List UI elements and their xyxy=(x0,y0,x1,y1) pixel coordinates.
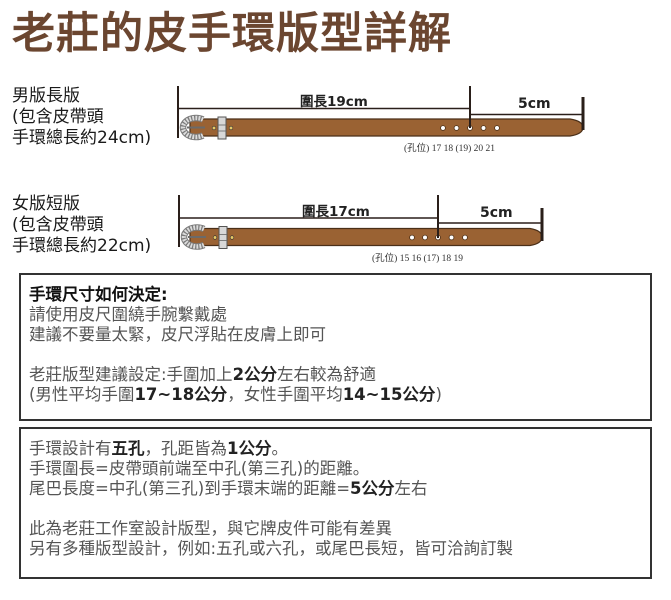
female-belt-diagram xyxy=(178,195,544,250)
male-circumference-label: 圍長19cm xyxy=(300,94,368,110)
variant-note: (包含皮帶頭 xyxy=(12,215,104,235)
female-tail-label: 5cm xyxy=(480,205,513,221)
male-long-label: 男版長版 (包含皮帶頭 手環總長約24cm) xyxy=(12,86,151,149)
buckle-icon xyxy=(180,224,206,250)
female-holes-label: (孔位) 15 16 (17) 18 19 xyxy=(372,254,464,264)
variant-name: 女版短版 xyxy=(12,194,80,214)
circumference-definition: 手環圍長=皮帶頭前端至中孔(第三孔)的距離。 xyxy=(29,459,370,478)
female-short-label: 女版短版 (包含皮帶頭 手環總長約22cm) xyxy=(12,194,151,257)
buckle-icon xyxy=(179,114,205,141)
keeper-loop xyxy=(217,116,227,140)
variant-note: (包含皮帶頭 xyxy=(12,107,104,127)
male-tail-label: 5cm xyxy=(518,96,551,112)
page-title: 老莊的皮手環版型詳解 xyxy=(12,9,452,59)
male-holes-label: (孔位) 17 18 (19) 20 21 xyxy=(404,144,496,154)
rivet-icon xyxy=(211,125,217,131)
sizing-instruction-2: 建議不要量太緊，皮尺浮貼在皮膚上即可 xyxy=(29,325,326,344)
rivet-icon xyxy=(228,125,234,131)
sizing-recommendation: 老莊版型建議設定:手圍加上2公分左右較為舒適 xyxy=(29,365,377,384)
variant-total-length: 手環總長約22cm) xyxy=(12,236,152,256)
variant-total-length: 手環總長約24cm) xyxy=(12,128,152,148)
sizing-instruction-1: 請使用皮尺圍繞手腕繫戴處 xyxy=(29,305,227,324)
dimension-lines xyxy=(178,195,544,247)
holes-note: 手環設計有五孔，孔距皆為1公分。 xyxy=(29,439,288,458)
studio-disclaimer: 此為老莊工作室設計版型，與它牌皮件可能有差異 xyxy=(29,519,392,538)
leather-strap xyxy=(189,227,543,247)
rivet-icon xyxy=(229,235,235,240)
dimension-lines xyxy=(177,86,585,138)
spacer xyxy=(29,345,642,365)
rivet-icon xyxy=(212,235,218,240)
sizing-heading: 手環尺寸如何決定: xyxy=(29,285,168,304)
keeper-loop xyxy=(218,226,228,249)
custom-order-note: 另有多種版型設計，例如:五孔或六孔，或尾巴長短，皆可洽詢訂製 xyxy=(29,539,514,558)
male-belt-diagram xyxy=(177,86,585,141)
belt-diagrams xyxy=(177,86,585,250)
female-circumference-label: 圍長17cm xyxy=(302,204,370,220)
tail-definition: 尾巴長度=中孔(第三孔)到手環末端的距離=5公分左右 xyxy=(29,479,428,498)
sizing-averages: (男性平均手圍17~18公分，女性手圍平均14~15公分) xyxy=(29,385,442,404)
variant-name: 男版長版 xyxy=(12,86,80,106)
spacer xyxy=(29,499,642,519)
design-notes-box: 手環設計有五孔，孔距皆為1公分。 手環圍長=皮帶頭前端至中孔(第三孔)的距離。 … xyxy=(19,427,652,579)
sizing-guide-box: 手環尺寸如何決定: 請使用皮尺圍繞手腕繫戴處 建議不要量太緊，皮尺浮貼在皮膚上即… xyxy=(19,273,652,421)
leather-strap xyxy=(189,118,584,137)
